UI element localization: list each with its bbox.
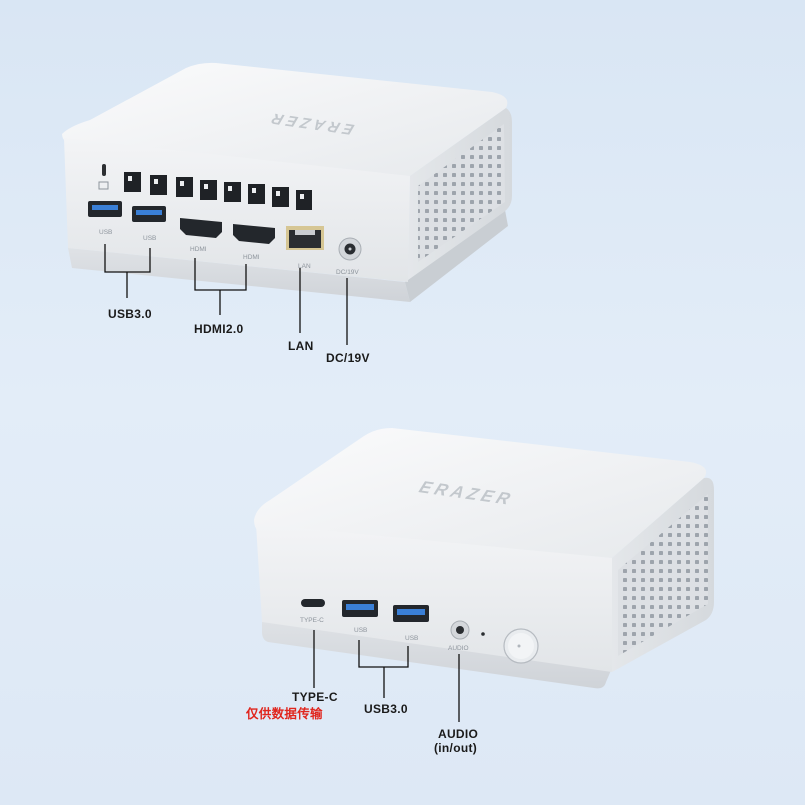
dc-power-jack bbox=[338, 237, 362, 261]
hdmi-port-1 bbox=[180, 218, 222, 238]
audio-jack bbox=[450, 620, 470, 640]
audio-sub-callout: (in/out) bbox=[434, 741, 478, 755]
top-device: ERAZER USB U bbox=[62, 62, 512, 345]
bottom-device: ERAZER TYPE-C USB USB AUDIO bbox=[254, 428, 714, 722]
typec-port-label: TYPE-C bbox=[300, 617, 324, 624]
front-usb-2-label: USB bbox=[405, 635, 418, 642]
hdmi-port-2 bbox=[233, 224, 275, 244]
bottom-device-lid bbox=[254, 428, 707, 564]
audio-port-label: AUDIO bbox=[448, 645, 469, 652]
hdmi-1-label: HDMI bbox=[190, 246, 207, 253]
rear-usb-port-1 bbox=[88, 201, 122, 217]
usb3-callout: USB3.0 bbox=[108, 307, 152, 321]
lan-port bbox=[286, 226, 324, 250]
kensington-lock-slot bbox=[102, 164, 106, 176]
typec-port bbox=[301, 599, 325, 607]
front-usb-port-2 bbox=[393, 605, 429, 622]
audio-callout: AUDIO bbox=[438, 727, 479, 741]
dc-callout: DC/19V bbox=[326, 351, 370, 365]
hdmi-callout: HDMI2.0 bbox=[194, 322, 244, 336]
typec-note: 仅供数据传输 bbox=[246, 707, 323, 721]
rear-usb-port-2 bbox=[132, 206, 166, 222]
top-callout-lines bbox=[104, 244, 348, 345]
bottom-device-base bbox=[262, 618, 612, 689]
rear-usb-1-label: USB bbox=[99, 229, 112, 236]
status-led bbox=[481, 632, 485, 636]
top-device-base bbox=[68, 248, 410, 302]
front-usb3-callout: USB3.0 bbox=[364, 702, 408, 716]
bottom-callout-lines bbox=[313, 630, 460, 722]
rear-usb-2-label: USB bbox=[143, 235, 156, 242]
lan-label: LAN bbox=[298, 263, 311, 270]
lock-icon bbox=[98, 181, 109, 190]
front-usb-1-label: USB bbox=[354, 627, 367, 634]
front-usb-port-1 bbox=[342, 600, 378, 617]
dc-label: DC/19V bbox=[336, 269, 359, 276]
typec-callout: TYPE-C bbox=[292, 690, 338, 704]
hdmi-2-label: HDMI bbox=[243, 254, 260, 261]
power-button bbox=[503, 628, 539, 664]
lan-callout: LAN bbox=[288, 339, 314, 353]
